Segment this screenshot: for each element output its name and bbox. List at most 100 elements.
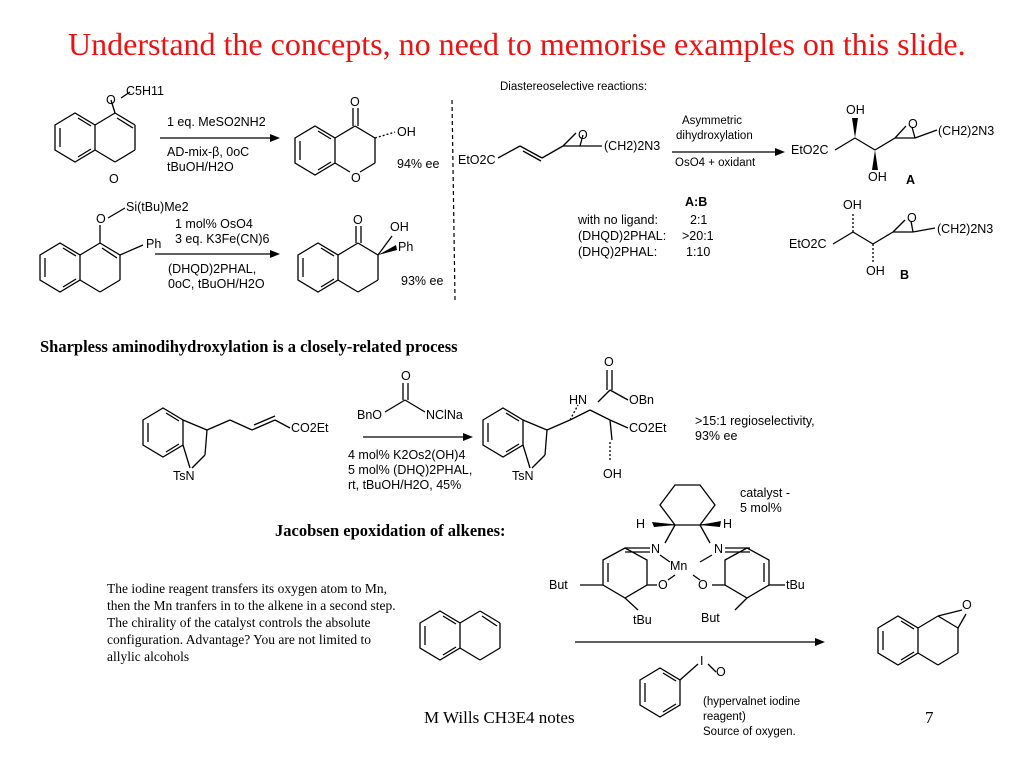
ring-oxygen-label: O bbox=[109, 172, 119, 186]
iodosyl-i: I bbox=[700, 654, 704, 668]
catalyst-metal: Mn bbox=[670, 559, 688, 573]
reagent-nclna: NClNa bbox=[426, 408, 463, 422]
sm-epoxide-o: O bbox=[578, 128, 588, 142]
silyl-ether-oxygen: O bbox=[96, 212, 106, 226]
epoxide-product bbox=[877, 609, 967, 666]
epoxide-o: O bbox=[962, 598, 972, 612]
phenyl-label: Ph bbox=[146, 237, 162, 251]
product-a-epoxide-o: O bbox=[908, 117, 918, 131]
rxn1-condition-3: tBuOH/H2O bbox=[167, 160, 234, 174]
product-a-label: A bbox=[906, 173, 916, 187]
jacobsen-description: The iodine reagent transfers its oxygen … bbox=[107, 581, 396, 664]
rxn2-condition-3: (DHQD)2PHAL, bbox=[168, 262, 257, 276]
catalyst-tbu-bottom: tBu bbox=[633, 613, 652, 627]
product-ester: CO2Et bbox=[629, 421, 667, 435]
product-b-ester: EtO2C bbox=[789, 237, 827, 251]
jacobsen-heading: Jacobsen epoxidation of alkenes: bbox=[275, 521, 506, 540]
arrow-label-1: Asymmetric bbox=[682, 115, 743, 127]
sm-azide-chain: (CH2)2N3 bbox=[604, 139, 661, 153]
catalyst-but-bottom: But bbox=[701, 611, 720, 625]
ratio-2-label: (DHQD)2PHAL: bbox=[578, 229, 667, 243]
amino-alcohol-product bbox=[482, 370, 629, 469]
hydroxyl-label: OH bbox=[397, 125, 416, 139]
carbamate-o: O bbox=[604, 355, 614, 369]
diol-product-a bbox=[834, 125, 938, 151]
catalyst-o-left: O bbox=[658, 578, 668, 592]
aminohydroxylation-heading: Sharpless aminodihydroxylation is a clos… bbox=[40, 337, 458, 356]
catalyst-note-2: 5 mol% bbox=[740, 501, 782, 515]
product-a-azide: (CH2)2N3 bbox=[938, 124, 995, 138]
rxn2-condition-4: 0oC, tBuOH/H2O bbox=[168, 277, 265, 291]
rxn2-condition-2: 3 eq. K3Fe(CN)6 bbox=[175, 232, 270, 246]
silyl-substituent: Si(tBu)Me2 bbox=[126, 200, 189, 214]
diol-product-b bbox=[832, 212, 936, 264]
selectivity-2: 93% ee bbox=[695, 429, 738, 443]
iodosylbenzene bbox=[639, 663, 717, 718]
sm-tsn: TsN bbox=[173, 469, 195, 483]
rxn1-condition-2: AD-mix-β, 0oC bbox=[167, 145, 250, 159]
alkenyl-epoxide-sm bbox=[497, 132, 602, 162]
ratio-header: A:B bbox=[685, 195, 708, 209]
footer-notes: M Wills CH3E4 notes bbox=[424, 708, 575, 727]
sm-acrylate-ester: CO2Et bbox=[291, 421, 329, 435]
reagent-carbonyl-o: O bbox=[401, 369, 411, 383]
catalyst-h-left: H bbox=[636, 517, 646, 531]
catalyst-but-left: But bbox=[549, 578, 568, 592]
sm-ester: EtO2C bbox=[458, 153, 496, 167]
tetralone-oh: OH bbox=[390, 220, 409, 234]
ratio-1-value: 2:1 bbox=[690, 213, 708, 227]
arrow-label-3: OsO4 + oxidant bbox=[675, 157, 756, 169]
product-hn: HN bbox=[569, 393, 588, 407]
tetralone-oxygen: O bbox=[353, 213, 363, 227]
pentyl-substituent: C5H11 bbox=[126, 84, 164, 98]
selectivity-1: >15:1 regioselectivity, bbox=[695, 414, 815, 428]
product-obn: OBn bbox=[629, 393, 655, 407]
product-ring-oxygen: O bbox=[351, 171, 361, 185]
catalyst-note-1: catalyst - bbox=[740, 486, 791, 500]
iodosyl-o: O bbox=[716, 665, 726, 679]
ratio-3-label: (DHQ)2PHAL: bbox=[578, 245, 658, 259]
aminohydroxylation-cond-3: rt, tBuOH/H2O, 45% bbox=[348, 478, 462, 492]
catalyst-h-right: H bbox=[723, 517, 733, 531]
product-b-oh-bottom: OH bbox=[866, 264, 885, 278]
reagent-note-2: reagent) bbox=[703, 711, 746, 723]
slide-title: Understand the concepts, no need to memo… bbox=[68, 26, 966, 62]
product-a-oh-bottom: OH bbox=[868, 170, 887, 184]
product-a-oh-top: OH bbox=[846, 103, 865, 117]
catalyst-n-right: N bbox=[714, 542, 724, 556]
catalyst-o-right: O bbox=[698, 578, 708, 592]
catalyst-tbu-right: tBu bbox=[786, 578, 805, 592]
reagent-note-1: (hypervalnet iodine bbox=[703, 696, 801, 708]
aminohydroxylation-cond-2: 5 mol% (DHQ)2PHAL, bbox=[348, 463, 473, 477]
product-b-label: B bbox=[900, 268, 910, 282]
product-b-oh-top: OH bbox=[843, 198, 862, 212]
aminohydroxylation-cond-1: 4 mol% K2Os2(OH)4 bbox=[348, 448, 466, 462]
rxn1-ee: 94% ee bbox=[397, 157, 440, 171]
indole-acrylate-sm bbox=[142, 407, 291, 469]
ether-oxygen-label: O bbox=[106, 93, 116, 107]
chloramine-reagent bbox=[384, 383, 426, 413]
reagent-bno: BnO bbox=[357, 408, 383, 422]
jacobsen-catalyst bbox=[580, 484, 785, 611]
chromene-sm bbox=[54, 91, 136, 163]
diastereo-heading: Diastereoselective reactions: bbox=[500, 81, 648, 93]
product-tsn: TsN bbox=[512, 469, 534, 483]
product-b-epoxide-o: O bbox=[907, 211, 917, 225]
rxn2-condition-1: 1 mol% OsO4 bbox=[175, 217, 253, 231]
page-number: 7 bbox=[925, 708, 934, 727]
product-a-ester: EtO2C bbox=[791, 143, 829, 157]
reagent-note-3: Source of oxygen. bbox=[703, 726, 796, 738]
chromanone-product bbox=[294, 108, 396, 176]
arrow-label-2: dihydroxylation bbox=[676, 130, 753, 142]
rxn1-condition-1: 1 eq. MeSO2NH2 bbox=[167, 115, 266, 129]
ratio-3-value: 1:10 bbox=[686, 245, 711, 259]
tetralone-product bbox=[297, 226, 393, 293]
tetralone-ph: Ph bbox=[398, 240, 414, 254]
ratio-1-label: with no ligand: bbox=[578, 213, 658, 227]
product-b-azide: (CH2)2N3 bbox=[937, 222, 994, 236]
dihydronaphthalene-jacobsen bbox=[419, 610, 501, 661]
divider-line bbox=[451, 99, 456, 301]
product-oh: OH bbox=[603, 467, 622, 481]
rxn2-ee: 93% ee bbox=[401, 274, 444, 288]
